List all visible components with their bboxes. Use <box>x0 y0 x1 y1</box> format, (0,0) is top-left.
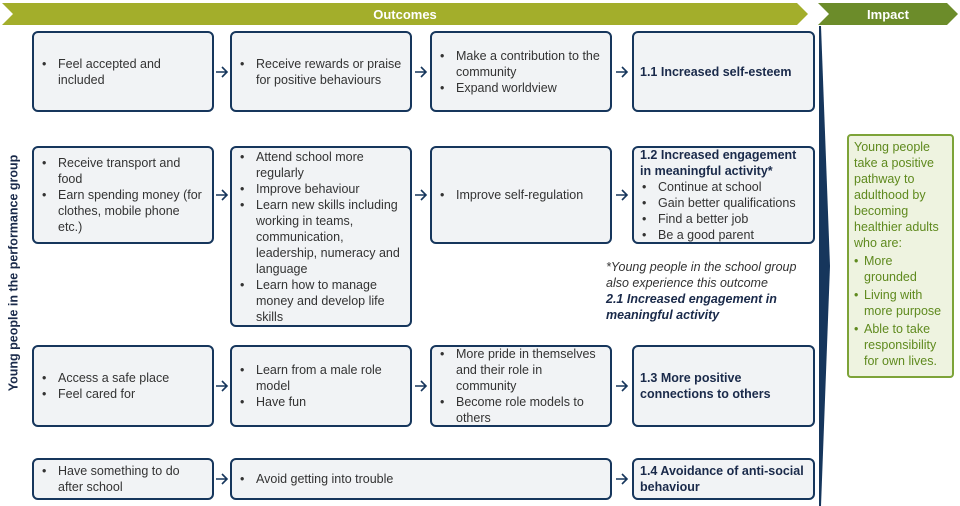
list-item: Avoid getting into trouble <box>238 471 602 487</box>
school-group-note: *Young people in the school group also e… <box>606 259 820 323</box>
row1-box-1: Feel accepted and included <box>32 31 214 112</box>
arrow-right-icon <box>616 66 629 78</box>
outcome-1-4: 1.4 Avoidance of anti-social behaviour <box>632 458 815 500</box>
list-item: Make a contribution to the community <box>438 48 602 80</box>
outcomes-banner: Outcomes <box>2 3 808 25</box>
side-label-text: Young people in the performance group <box>6 154 20 392</box>
impact-banner: Impact <box>818 3 958 25</box>
row4-box-2: Avoid getting into trouble <box>230 458 612 500</box>
note-outcome: 2.1 Increased engagement in meaningful a… <box>606 292 777 322</box>
arrow-right-icon <box>415 380 428 392</box>
row2-box-3: Improve self-regulation <box>430 146 612 244</box>
row1-box-3: Make a contribution to the community Exp… <box>430 31 612 112</box>
list-item: Learn new skills including working in te… <box>238 197 402 277</box>
row1-box-2: Receive rewards or praise for positive b… <box>230 31 412 112</box>
row3-box-1: Access a safe place Feel cared for <box>32 345 214 427</box>
list-item: Improve behaviour <box>238 181 402 197</box>
arrow-right-icon <box>415 189 428 201</box>
arrow-right-icon <box>415 66 428 78</box>
list-item: Feel accepted and included <box>40 56 204 88</box>
impact-pointer <box>819 26 830 506</box>
impact-intro: Young people take a positive pathway to … <box>854 140 939 250</box>
impact-item: Able to take responsibility for own live… <box>854 321 948 369</box>
list-item: Learn how to manage money and develop li… <box>238 277 402 325</box>
list-item: More pride in themselves and their role … <box>438 346 602 394</box>
outcome-title: 1.1 Increased self-esteem <box>640 64 792 79</box>
row2-box-1: Receive transport and food Earn spending… <box>32 146 214 244</box>
note-text: *Young people in the school group also e… <box>606 260 797 290</box>
list-item: Learn from a male role model <box>238 362 402 394</box>
arrow-right-icon <box>216 473 229 485</box>
row3-box-3: More pride in themselves and their role … <box>430 345 612 427</box>
list-item: Access a safe place <box>40 370 204 386</box>
impact-banner-label: Impact <box>867 6 909 22</box>
arrow-right-icon <box>216 189 229 201</box>
list-item: Improve self-regulation <box>438 187 602 203</box>
row3-box-2: Learn from a male role model Have fun <box>230 345 412 427</box>
arrow-right-icon <box>216 380 229 392</box>
outcomes-banner-label: Outcomes <box>373 6 437 22</box>
arrow-right-icon <box>616 380 629 392</box>
impact-item: More grounded <box>854 253 948 285</box>
row4-box-1: Have something to do after school <box>32 458 214 500</box>
list-item: Continue at school <box>640 179 805 195</box>
list-item: Attend school more regularly <box>238 149 402 181</box>
list-item: Feel cared for <box>40 386 204 402</box>
outcome-title: 1.3 More positive connections to others <box>640 371 771 401</box>
outcome-1-2: 1.2 Increased engagement in meaningful a… <box>632 146 815 244</box>
arrow-right-icon <box>616 189 629 201</box>
arrow-right-icon <box>216 66 229 78</box>
outcome-1-3: 1.3 More positive connections to others <box>632 345 815 427</box>
list-item: Receive transport and food <box>40 155 204 187</box>
impact-box: Young people take a positive pathway to … <box>847 134 954 378</box>
list-item: Find a better job <box>640 211 805 227</box>
list-item: Become role models to others <box>438 394 602 426</box>
row2-box-2: Attend school more regularly Improve beh… <box>230 146 412 327</box>
list-item: Expand worldview <box>438 80 602 96</box>
list-item: Have fun <box>238 394 402 410</box>
outcome-title: 1.4 Avoidance of anti-social behaviour <box>640 464 804 494</box>
list-item: Receive rewards or praise for positive b… <box>238 56 402 88</box>
impact-item: Living with more purpose <box>854 287 948 319</box>
list-item: Earn spending money (for clothes, mobile… <box>40 187 204 235</box>
outcome-1-1: 1.1 Increased self-esteem <box>632 31 815 112</box>
list-item: Be a good parent <box>640 227 805 243</box>
list-item: Have something to do after school <box>40 463 204 495</box>
list-item: Gain better qualifications <box>640 195 805 211</box>
outcome-title: 1.2 Increased engagement in meaningful a… <box>640 148 797 178</box>
side-label: Young people in the performance group <box>3 40 23 506</box>
arrow-right-icon <box>616 473 629 485</box>
